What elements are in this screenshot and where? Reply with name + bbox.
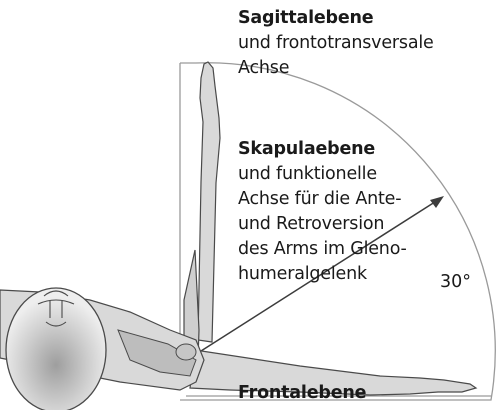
humeral-head — [176, 344, 196, 360]
frontal-plane-label: Frontalebene — [238, 381, 366, 406]
raised-arm — [198, 62, 220, 342]
sagittal-plane-title: Sagittalebene — [238, 6, 434, 31]
scapular-plane-line: und funktionelle — [238, 162, 407, 187]
sagittal-plane-line: Achse — [238, 56, 434, 81]
angle-label: 30° — [440, 270, 471, 295]
frontal-plane-title: Frontalebene — [238, 381, 366, 406]
scapular-axis-arrowhead — [430, 196, 444, 208]
scapular-plane-line: und Retroversion — [238, 212, 407, 237]
scapular-plane-title: Skapulaebene — [238, 137, 407, 162]
scapular-plane-line: Achse für die Ante- — [238, 187, 407, 212]
sagittal-plane-line: und frontotransversale — [238, 31, 434, 56]
sagittal-plane-label: Sagittalebene und frontotransversale Ach… — [238, 6, 434, 81]
scapular-plane-line: humeralgelenk — [238, 262, 407, 287]
scapular-plane-line: des Arms im Gleno- — [238, 237, 407, 262]
head — [6, 288, 106, 410]
scapular-plane-label: Skapulaebene und funktionelle Achse für … — [238, 137, 407, 287]
